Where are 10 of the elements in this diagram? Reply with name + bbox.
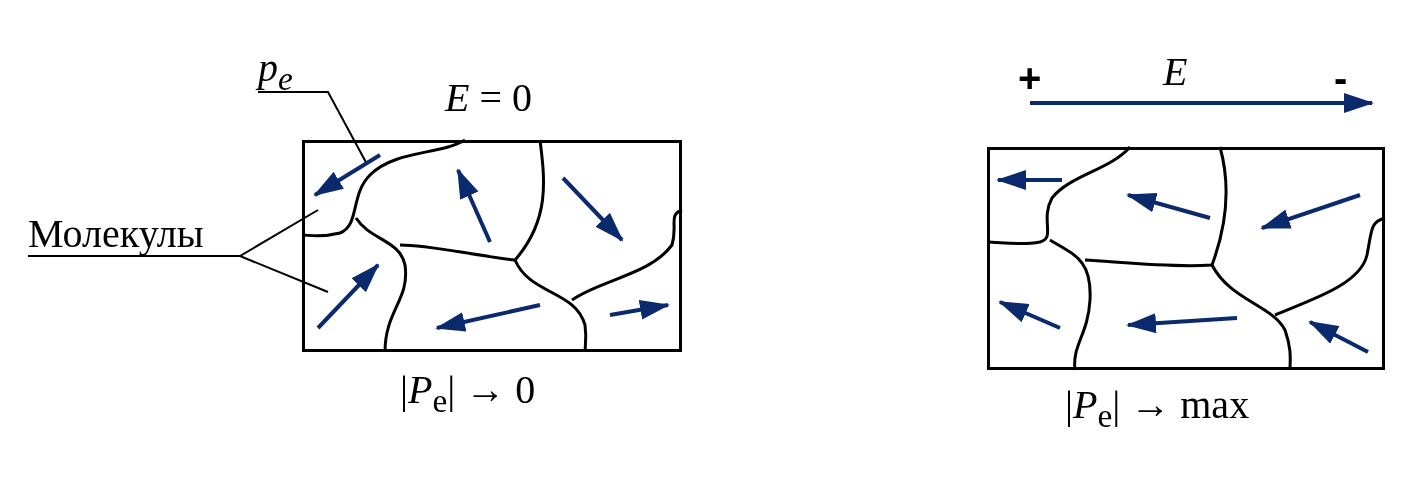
- leader-line: [239, 255, 329, 293]
- formula-label: |P$_{e}$| → max: [1065, 385, 1250, 433]
- formula-label: E = 0: [445, 78, 532, 118]
- formula-label: E: [1163, 52, 1188, 92]
- formula-label: |P$_{e}$| → 0: [400, 370, 536, 418]
- leader-line: [27, 209, 319, 257]
- leader-line: [257, 91, 367, 163]
- polarity-sign: +: [1018, 58, 1042, 98]
- polarity-sign: -: [1334, 58, 1348, 98]
- callout-label: Молекулы: [28, 214, 204, 254]
